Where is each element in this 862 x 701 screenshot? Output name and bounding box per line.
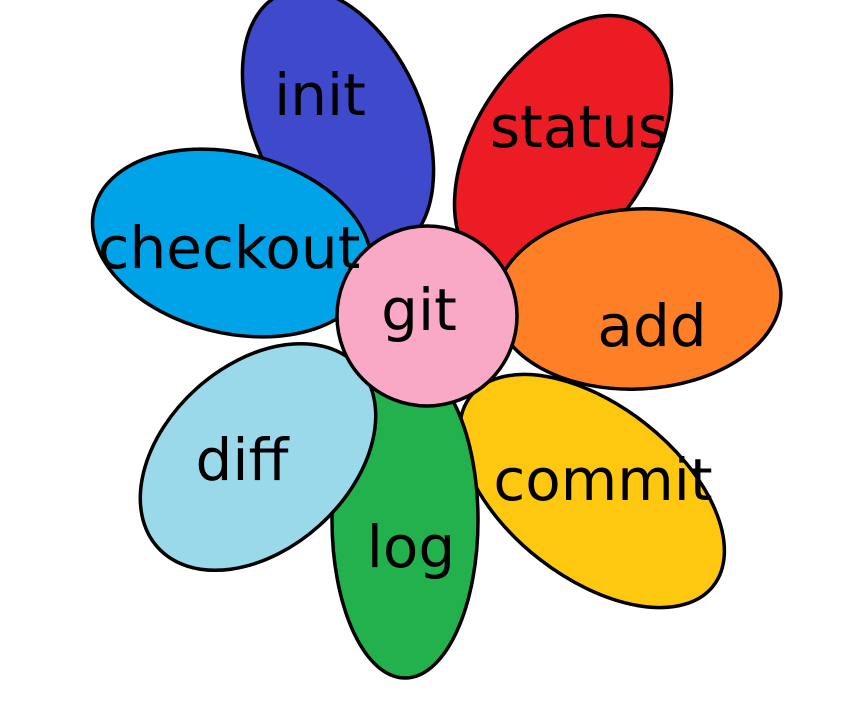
petal-label-add: add: [597, 292, 706, 360]
petal-label-status: status: [490, 93, 668, 161]
petal-label-log: log: [367, 513, 455, 581]
petal-label-init: init: [274, 61, 366, 129]
petal-label-diff: diff: [196, 426, 291, 494]
petal-label-commit: commit: [493, 446, 712, 514]
center-disc: [335, 224, 519, 408]
center-label: git: [381, 276, 457, 344]
petal-label-checkout: checkout: [98, 214, 361, 282]
